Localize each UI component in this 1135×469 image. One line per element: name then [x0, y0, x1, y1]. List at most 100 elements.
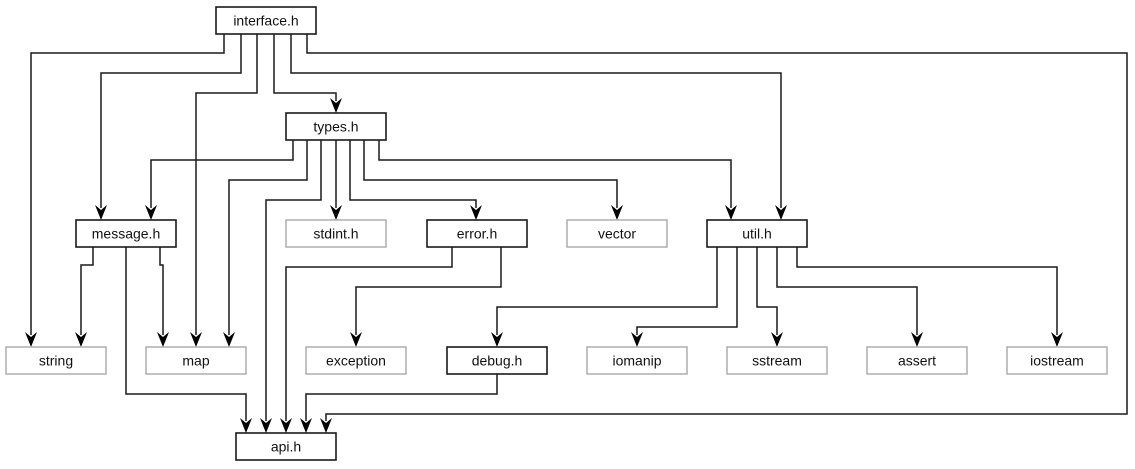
node-box: [706, 219, 808, 248]
edge-util-to-debug: [491, 247, 718, 347]
edge-line: [228, 140, 308, 335]
edge-line: [159, 247, 164, 335]
node-box: [305, 346, 407, 375]
nodes-layer: interface.h types.h message.h stdint.h error…: [5, 6, 1108, 461]
arrowhead-icon: [775, 205, 787, 220]
node-vector[interactable]: vector: [566, 219, 668, 248]
edge-util-to-assert: [776, 247, 923, 347]
node-label: vector: [598, 226, 636, 242]
edge-line: [378, 140, 732, 208]
edges-layer: [25, 33, 1128, 433]
node-label: error.h: [457, 226, 497, 242]
node-label: sstream: [752, 353, 802, 369]
node-label: iostream: [1030, 353, 1084, 369]
node-error[interactable]: error.h: [426, 219, 528, 248]
node-api[interactable]: api.h: [235, 432, 337, 461]
edge-line: [305, 374, 498, 421]
node-string[interactable]: string: [5, 346, 107, 375]
edge-types-to-map: [223, 140, 308, 347]
edge-line: [265, 140, 322, 421]
arrowhead-icon: [95, 205, 107, 220]
node-iomanip[interactable]: iomanip: [586, 346, 688, 375]
node-label: stdint.h: [313, 226, 358, 242]
node-label: api.h: [271, 439, 301, 455]
node-map[interactable]: map: [145, 346, 247, 375]
edge-error-to-api: [280, 247, 453, 433]
edge-line: [496, 247, 718, 335]
edge-line: [80, 247, 94, 335]
arrowhead-icon: [75, 332, 87, 347]
arrowhead-icon: [300, 418, 312, 433]
edge-interface-to-util: [290, 33, 787, 220]
node-message[interactable]: message.h: [75, 219, 177, 248]
node-label: exception: [326, 353, 386, 369]
arrowhead-icon: [911, 332, 923, 347]
node-box: [5, 346, 107, 375]
node-box: [285, 112, 387, 141]
arrowhead-icon: [320, 418, 332, 433]
arrowhead-icon: [470, 205, 482, 220]
arrowhead-icon: [330, 205, 342, 220]
node-box: [1006, 346, 1108, 375]
edge-line: [776, 247, 918, 335]
arrowhead-icon: [725, 205, 737, 220]
edge-interface-to-types: [273, 33, 342, 113]
node-sstream[interactable]: sstream: [726, 346, 828, 375]
edge-types-to-api: [260, 140, 322, 433]
edge-line: [30, 33, 225, 335]
node-label: debug.h: [472, 353, 523, 369]
edge-message-to-api: [125, 247, 252, 433]
edge-types-to-error: [349, 140, 482, 220]
arrowhead-icon: [611, 205, 623, 220]
edge-interface-to-map: [190, 33, 258, 347]
edge-line: [355, 247, 502, 335]
edge-line: [290, 33, 782, 208]
arrowhead-icon: [631, 332, 643, 347]
edge-message-to-string: [75, 247, 94, 347]
node-debug[interactable]: debug.h: [446, 346, 548, 375]
edge-error-to-exception: [350, 247, 502, 347]
node-box: [285, 219, 387, 248]
arrowhead-icon: [330, 98, 342, 113]
node-label: iomanip: [612, 353, 661, 369]
node-box: [586, 346, 688, 375]
edge-line: [285, 247, 453, 421]
node-box: [866, 346, 968, 375]
node-stdint[interactable]: stdint.h: [285, 219, 387, 248]
node-interface[interactable]: interface.h: [215, 6, 317, 35]
node-assert[interactable]: assert: [866, 346, 968, 375]
arrowhead-icon: [190, 332, 202, 347]
arrowhead-icon: [771, 332, 783, 347]
arrowhead-icon: [260, 418, 272, 433]
node-label: util.h: [742, 226, 772, 242]
edge-types-to-stdint: [330, 140, 342, 220]
edge-util-to-iostream: [796, 247, 1063, 347]
edge-interface-to-string: [25, 33, 225, 347]
edge-line: [125, 247, 247, 421]
node-box: [215, 6, 317, 35]
edge-interface-to-api: [306, 33, 1128, 433]
edge-util-to-iomanip: [631, 247, 738, 347]
edge-message-to-map: [157, 247, 169, 347]
node-types[interactable]: types.h: [285, 112, 387, 141]
edge-line: [636, 247, 738, 335]
edge-line: [195, 33, 258, 335]
node-label: types.h: [313, 119, 358, 135]
node-box: [726, 346, 828, 375]
edge-line: [756, 247, 778, 335]
arrowhead-icon: [350, 332, 362, 347]
node-box: [566, 219, 668, 248]
node-exception[interactable]: exception: [305, 346, 407, 375]
arrowhead-icon: [1051, 332, 1063, 347]
node-label: string: [39, 353, 73, 369]
node-box: [446, 346, 548, 375]
edge-line: [306, 33, 1128, 421]
node-iostream[interactable]: iostream: [1006, 346, 1108, 375]
node-util[interactable]: util.h: [706, 219, 808, 248]
node-box: [235, 432, 337, 461]
node-label: interface.h: [233, 13, 298, 29]
arrowhead-icon: [145, 205, 157, 220]
edge-line: [150, 140, 294, 208]
arrowhead-icon: [491, 332, 503, 347]
